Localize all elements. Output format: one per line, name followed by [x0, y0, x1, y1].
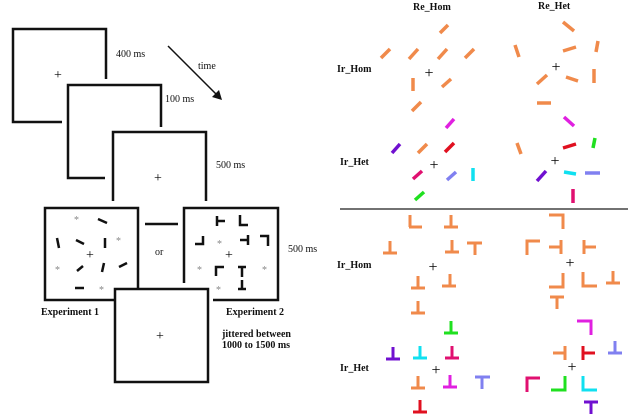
row-label-ir-hom-2: Ir_Hom: [337, 260, 372, 271]
row-label-ir-het-2: Ir_Het: [340, 363, 369, 374]
frame-fixation-2: [111, 130, 208, 201]
fixation-cross: +: [156, 329, 164, 344]
frame-experiment-1: [43, 206, 140, 302]
fixation-cross: +: [225, 248, 233, 263]
exp1-distractor-stars: * * * *: [55, 215, 121, 296]
fixation-cross: +: [154, 171, 162, 186]
fixation-cross: +: [431, 362, 440, 379]
fixation-cross: +: [428, 259, 437, 276]
experiment-1-label: Experiment 1: [41, 307, 100, 318]
frame-iti: [113, 287, 210, 384]
column-header-re-het: Re_Het: [538, 1, 571, 12]
fixation-cross: +: [565, 255, 574, 272]
fixation-cross: +: [550, 153, 559, 170]
jitter-label-line1: jittered between: [222, 329, 291, 340]
frame-fixation-1: [11, 27, 108, 124]
fixation-cross: +: [567, 359, 576, 376]
exp2-distractor-stars: * * * *: [197, 239, 267, 296]
panel-t-het-hom: [525, 213, 620, 309]
svg-text:*: *: [262, 265, 267, 276]
panel-t-hom-hom: [383, 215, 482, 315]
fixation-cross: +: [424, 65, 433, 82]
svg-text:*: *: [217, 239, 222, 250]
column-header-re-hom: Re_Hom: [413, 2, 451, 13]
jitter-label-line2: 1000 to 1500 ms: [222, 340, 291, 351]
svg-text:*: *: [197, 265, 202, 276]
duration-label-1: 400 ms: [116, 49, 146, 60]
row-label-ir-hom: Ir_Hom: [337, 64, 372, 75]
fixation-cross: +: [54, 68, 62, 83]
panel-rehom-irhet: [390, 117, 475, 202]
time-label: time: [198, 61, 216, 72]
panel-rehom-irhom: [379, 23, 476, 113]
svg-text:*: *: [55, 265, 60, 276]
fixation-cross: +: [86, 248, 94, 263]
frame-experiment-2: [182, 206, 280, 302]
row-label-ir-het: Ir_Het: [340, 157, 369, 168]
svg-text:*: *: [116, 236, 121, 247]
duration-label-4: 500 ms: [288, 244, 318, 255]
duration-label-3: 500 ms: [216, 160, 246, 171]
time-arrow: [167, 45, 222, 100]
panel-rehet-irhet: [515, 115, 600, 203]
exp2-stimuli: [195, 215, 270, 291]
svg-text:*: *: [99, 285, 104, 296]
svg-text:*: *: [74, 215, 79, 226]
duration-label-2: 100 ms: [165, 94, 195, 105]
exp1-stimuli: [55, 217, 128, 290]
panel-t-hom-het: [386, 321, 490, 414]
svg-text:*: *: [216, 285, 221, 296]
fixation-cross: +: [551, 59, 560, 76]
fixation-cross: +: [429, 157, 438, 174]
frame-blank: [66, 83, 163, 180]
or-label: or: [155, 247, 164, 258]
panel-rehet-irhom: [513, 20, 600, 105]
experiment-2-label: Experiment 2: [226, 307, 285, 318]
panel-t-het-het: [525, 319, 622, 414]
